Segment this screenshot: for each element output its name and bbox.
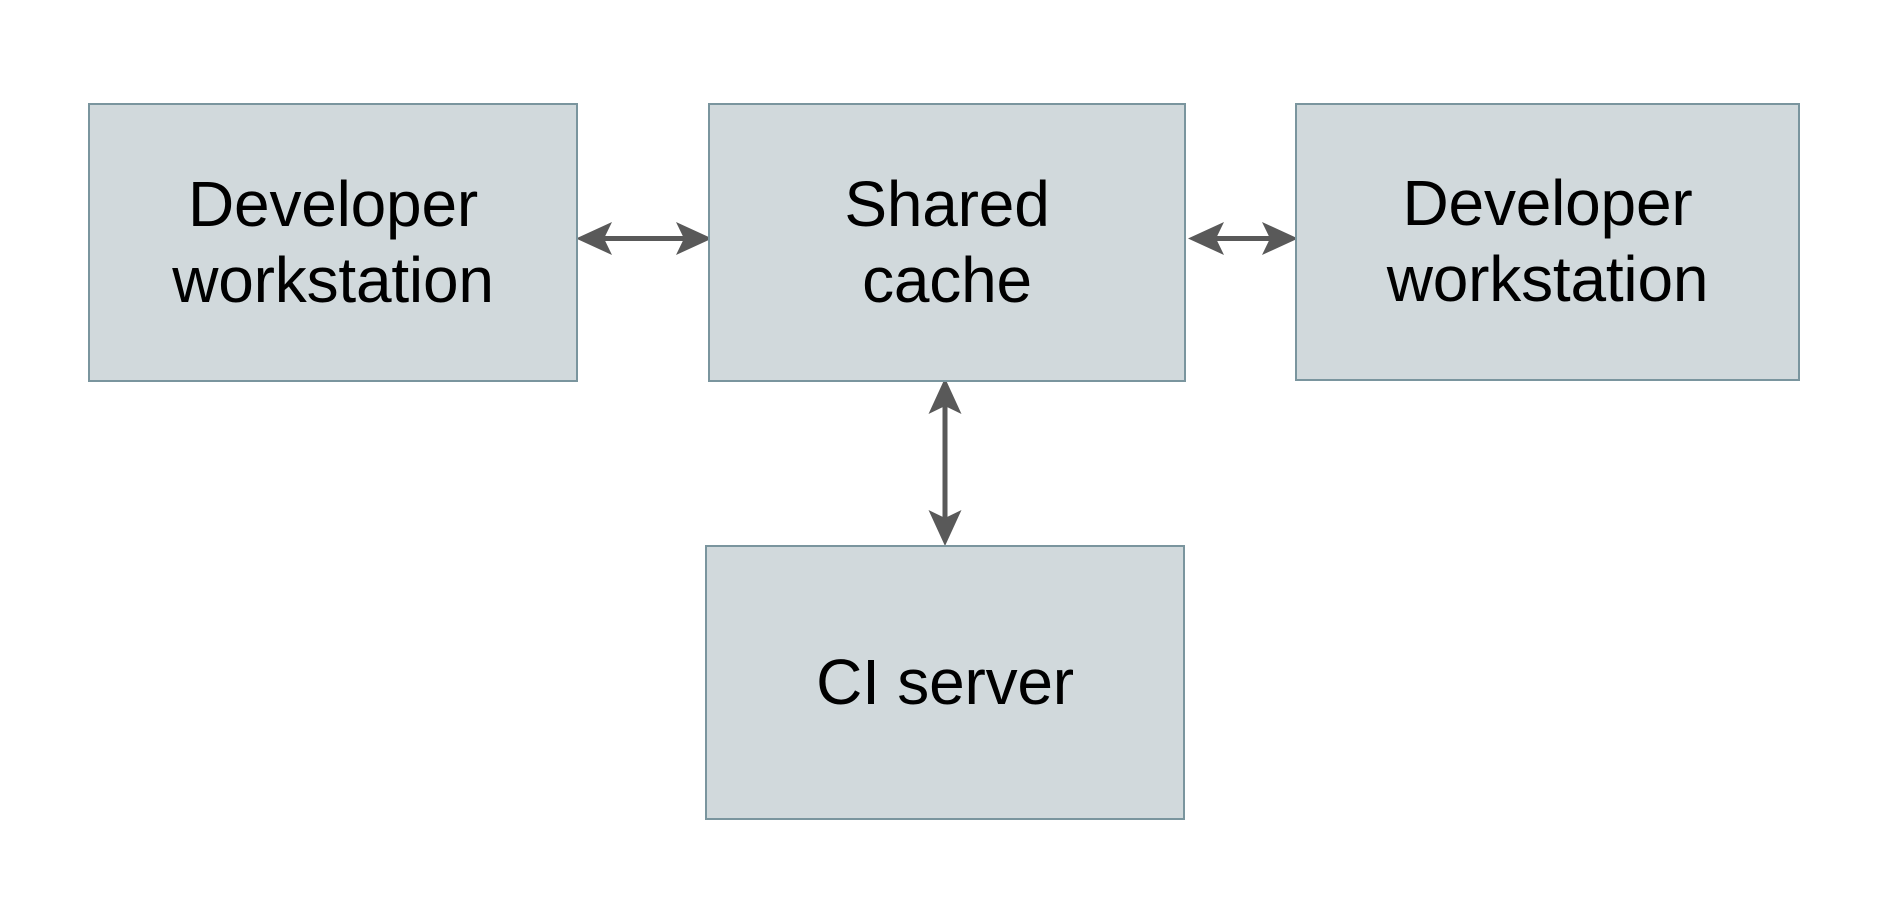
node-shared-cache[interactable]: Shared cache [708,103,1186,382]
node-developer-workstation-left[interactable]: Developer workstation [88,103,578,382]
connector-cache-to-ci [928,378,962,546]
node-label: Shared cache [844,167,1050,316]
node-label: CI server [816,645,1074,718]
connector-left-to-cache [576,222,712,255]
node-label: Developer workstation [172,167,494,316]
node-ci-server[interactable]: CI server [705,545,1185,820]
connector-cache-to-right [1188,222,1298,255]
node-label: Developer workstation [1386,167,1709,315]
node-developer-workstation-right[interactable]: Developer workstation [1295,103,1800,381]
